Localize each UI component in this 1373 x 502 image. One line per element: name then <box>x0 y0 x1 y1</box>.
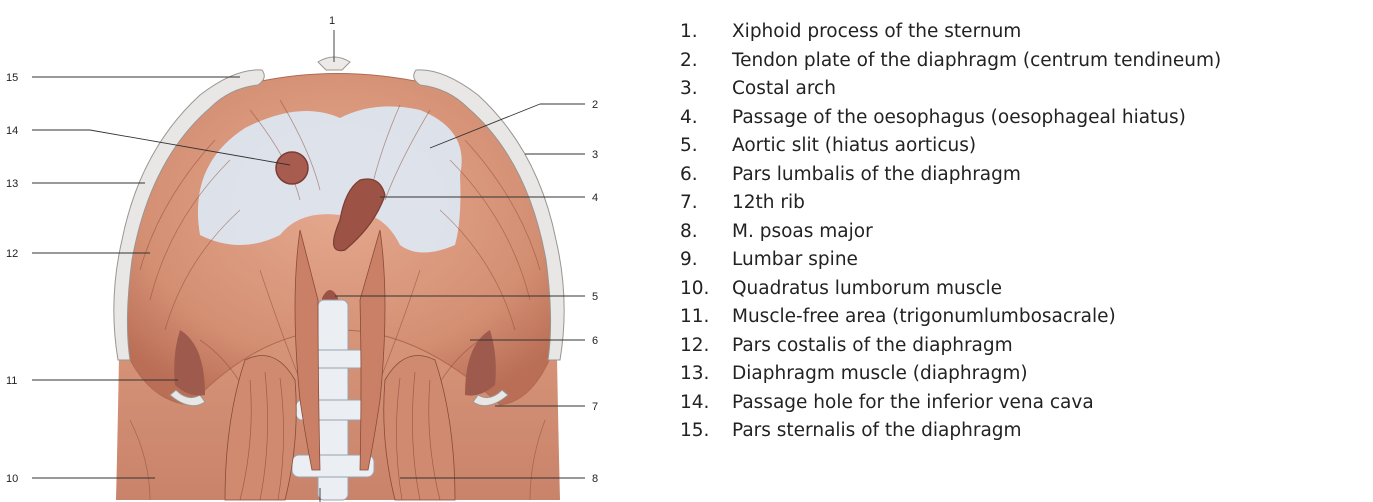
legend-number: 6. <box>680 161 732 190</box>
legend-text: Tendon plate of the diaphragm (centrum t… <box>732 50 1221 71</box>
legend-text: Pars costalis of the diaphragm <box>732 335 1013 356</box>
legend-item: 10.Quadratus lumborum muscle <box>680 275 1221 304</box>
legend-text: 12th rib <box>732 192 805 213</box>
legend-item: 6.Pars lumbalis of the diaphragm <box>680 161 1221 190</box>
legend-text: Aortic slit (hiatus aorticus) <box>732 135 976 156</box>
legend-item: 2.Tendon plate of the diaphragm (centrum… <box>680 47 1221 76</box>
callout-6: 6 <box>592 335 598 347</box>
legend-text: Pars lumbalis of the diaphragm <box>732 164 1021 185</box>
legend-number: 5. <box>680 132 732 161</box>
legend-number: 3. <box>680 75 732 104</box>
callout-15: 15 <box>6 72 18 84</box>
legend-item: 14.Passage hole for the inferior vena ca… <box>680 389 1221 418</box>
legend-number: 1. <box>680 18 732 47</box>
legend-number: 11. <box>680 303 732 332</box>
legend-text: Muscle-free area (trigonumlumbosacrale) <box>732 306 1116 327</box>
legend-item: 11.Muscle-free area (trigonumlumbosacral… <box>680 303 1221 332</box>
legend-number: 14. <box>680 389 732 418</box>
callout-10: 10 <box>6 473 18 485</box>
diaphragm-illustration: 1 2 3 4 5 6 7 8 10 11 12 13 14 15 <box>0 0 640 502</box>
legend-number: 12. <box>680 332 732 361</box>
callout-5: 5 <box>592 291 598 303</box>
legend-number: 13. <box>680 360 732 389</box>
callout-8: 8 <box>592 473 598 485</box>
callout-14: 14 <box>6 125 18 137</box>
legend-item: 4.Passage of the oesophagus (oesophageal… <box>680 104 1221 133</box>
callout-7: 7 <box>592 401 598 413</box>
callout-13: 13 <box>6 178 18 190</box>
legend-text: Costal arch <box>732 78 836 99</box>
callout-1: 1 <box>329 15 335 27</box>
callout-11: 11 <box>6 375 17 387</box>
legend-text: Quadratus lumborum muscle <box>732 278 1002 299</box>
legend-item: 13.Diaphragm muscle (diaphragm) <box>680 360 1221 389</box>
vena-cava-opening <box>276 152 308 184</box>
legend-item: 3.Costal arch <box>680 75 1221 104</box>
legend-item: 12.Pars costalis of the diaphragm <box>680 332 1221 361</box>
legend-number: 8. <box>680 218 732 247</box>
legend-text: Xiphoid process of the sternum <box>732 21 1021 42</box>
legend-text: M. psoas major <box>732 221 873 242</box>
legend-item: 9.Lumbar spine <box>680 246 1221 275</box>
legend-text: Lumbar spine <box>732 249 858 270</box>
callout-12: 12 <box>6 248 18 260</box>
legend-text: Passage hole for the inferior vena cava <box>732 392 1094 413</box>
legend-list: 1.Xiphoid process of the sternum 2.Tendo… <box>680 18 1221 446</box>
callout-3: 3 <box>592 149 598 161</box>
legend-item: 7.12th rib <box>680 189 1221 218</box>
legend-number: 2. <box>680 47 732 76</box>
legend-text: Passage of the oesophagus (oesophageal h… <box>732 107 1186 128</box>
legend-number: 7. <box>680 189 732 218</box>
legend-number: 4. <box>680 104 732 133</box>
callout-2: 2 <box>592 99 598 111</box>
legend-item: 8.M. psoas major <box>680 218 1221 247</box>
legend-item: 5.Aortic slit (hiatus aorticus) <box>680 132 1221 161</box>
legend-item: 15.Pars sternalis of the diaphragm <box>680 417 1221 446</box>
legend-number: 10. <box>680 275 732 304</box>
legend-text: Diaphragm muscle (diaphragm) <box>732 363 1028 384</box>
legend-number: 9. <box>680 246 732 275</box>
callout-4: 4 <box>592 192 598 204</box>
legend-text: Pars sternalis of the diaphragm <box>732 420 1022 441</box>
legend-item: 1.Xiphoid process of the sternum <box>680 18 1221 47</box>
legend-number: 15. <box>680 417 732 446</box>
